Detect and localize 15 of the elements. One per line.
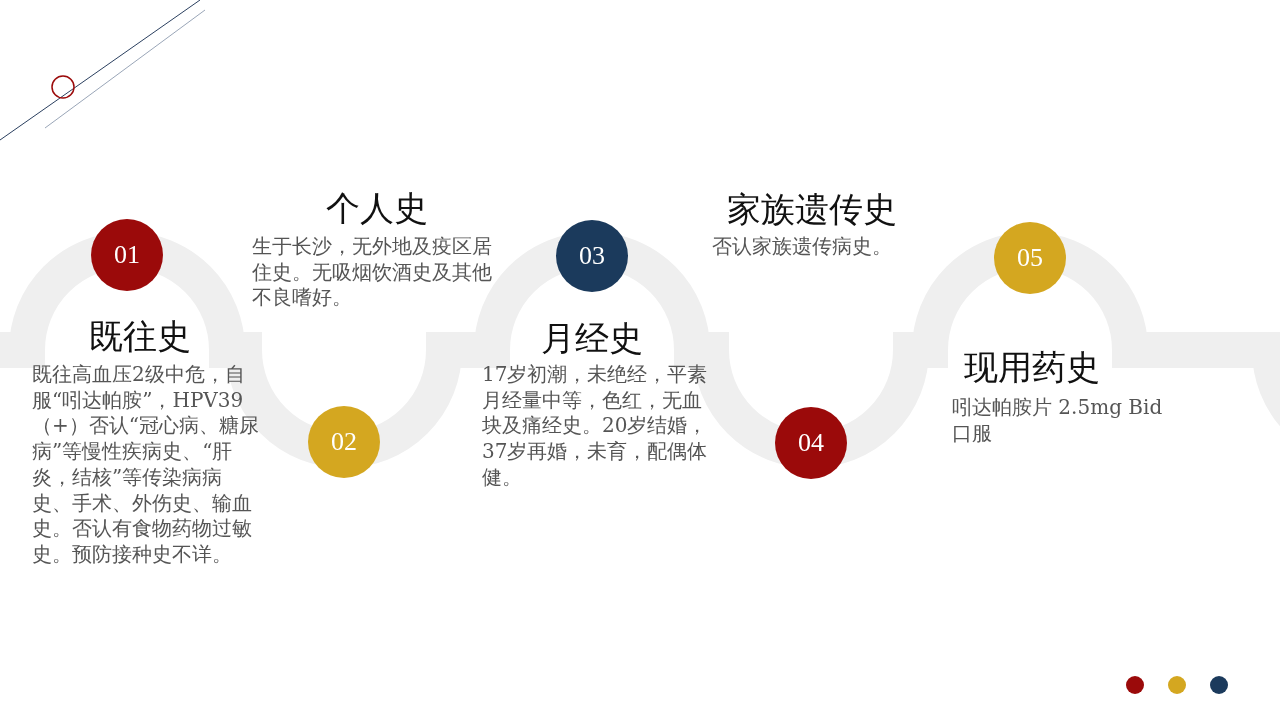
section-heading: 家族遗传史 [727, 188, 897, 231]
paragraph: 17岁初潮，未绝经，平素月经量中等，色红，无血块及痛经史。20岁结婚，37岁再婚，未育，配偶体健。 [482, 362, 709, 491]
section-heading: 既往史 [89, 315, 191, 358]
paragraph: 否认家族遗传病史。 [712, 234, 893, 260]
number-circle: 04 [775, 407, 847, 479]
paragraph: 吲达帕胺片 2.5mg Bid 口服 [952, 395, 1164, 447]
paragraph: 生于长沙，无外地及疫区居住史。无吸烟饮酒史及其他不良嗜好。 [252, 234, 493, 312]
section-heading: 现用药史 [964, 346, 1100, 389]
section-heading: 个人史 [326, 187, 428, 230]
number-circle: 02 [308, 406, 380, 478]
number-circle: 03 [556, 220, 628, 292]
paragraph: 既往高血压2级中危，自服“吲达帕胺”，HPV39（+）否认“冠心病、糖尿病”等慢性疾病史、“肝炎，结核”等传染病病史、手术、外伤史、输血史。否认有食物药物过敏史。预防接种史不详。 [32, 362, 260, 568]
section-heading: 月经史 [541, 317, 643, 360]
number-circle: 01 [91, 219, 163, 291]
number-circle: 05 [994, 222, 1066, 294]
